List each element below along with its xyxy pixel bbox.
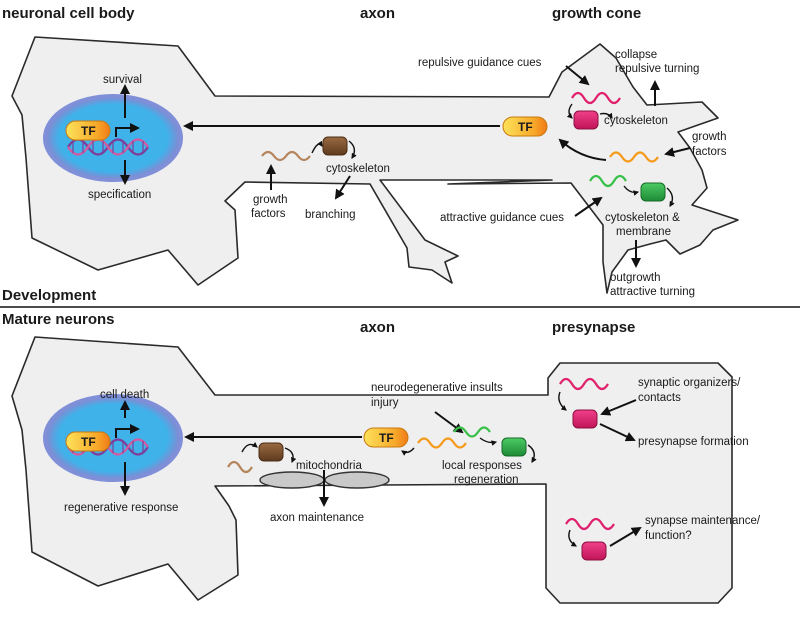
header-axon-mature: axon [360, 319, 395, 336]
synapse-maintenance-receptor [581, 541, 607, 561]
tf-growth-cone: TF [502, 116, 548, 137]
nucleus [43, 94, 183, 182]
green-receptor-mature [501, 437, 527, 457]
dna-icon [67, 138, 149, 156]
mature-signal-curve-1 [241, 442, 258, 453]
growth-factor-cone-curve [558, 138, 607, 161]
repulsive-cues-arrow [565, 65, 590, 86]
growth-factors-axon-label-1: growth [253, 194, 288, 206]
growth-factors-cone-label-2: factors [692, 146, 727, 158]
mature-neuron-outline [11, 336, 733, 604]
cytoskeleton-cone-label: cytoskeleton [604, 115, 668, 127]
attractive-cues-arrow [574, 196, 603, 217]
kinase-icon-mature [258, 442, 284, 462]
growth-factor-wavy-cone [609, 151, 659, 163]
specification-label: specification [88, 189, 151, 201]
presynapse-formation-arrow [599, 423, 636, 442]
cytoskeleton-membrane-label-1: cytoskeleton & [605, 212, 680, 224]
local-signal-curve-3 [527, 444, 537, 463]
cell-death-label: cell death [100, 389, 149, 401]
signal-curve-axon-1 [311, 140, 323, 154]
survival-label: survival [103, 74, 142, 86]
local-responses-label: local responses [442, 460, 522, 472]
green-wavy-mature [453, 426, 491, 438]
synapse-maintenance-wavy [565, 517, 615, 531]
developing-neuron: TF survival specification TF cytoskeleto… [11, 36, 739, 298]
tf-nucleus-development: TF [65, 120, 111, 141]
tf-label: TF [518, 120, 533, 134]
mature-neuron: TF cell death regenerative response mito… [11, 336, 761, 604]
branching-label: branching [305, 209, 356, 221]
growth-factor-wavy-mature [227, 460, 253, 474]
attractive-signal-curve-1 [623, 185, 640, 196]
attractive-cues-label: attractive guidance cues [440, 212, 564, 224]
repulsive-cues-label: repulsive guidance cues [418, 57, 542, 69]
growth-factor-wavy-axon [261, 150, 311, 162]
kinase-icon-axon [322, 136, 348, 156]
attractive-receptor-icon [640, 182, 666, 202]
repulsive-cue-wavy [571, 91, 621, 105]
regeneration-label: regeneration [454, 474, 519, 486]
outgrowth-label: outgrowth [610, 272, 661, 284]
tf-nucleus-mature: TF [65, 431, 111, 452]
repulsive-receptor-icon [573, 110, 599, 130]
transcription-arrow [115, 123, 140, 137]
tf-label: TF [379, 431, 394, 445]
tf-label: TF [81, 124, 96, 138]
regenerative-response-label: regenerative response [64, 502, 178, 514]
organizer-signal-curve [558, 391, 567, 411]
mitochondrion-1 [259, 471, 325, 489]
mature-signal-curve-2 [284, 447, 297, 464]
axon-maintenance-label: axon maintenance [270, 512, 364, 524]
section-mature-neurons: Mature neurons [2, 311, 115, 328]
local-signal-curve-1 [401, 447, 415, 456]
tf-axon-mature: TF [363, 427, 409, 448]
nucleus [43, 394, 183, 482]
repulsive-signal-curve-1 [566, 103, 573, 119]
header-growth-cone: growth cone [552, 5, 641, 22]
collapse-label: collapse [615, 49, 657, 61]
repulsive-turning-label: repulsive turning [615, 63, 699, 75]
mitochondria-label: mitochondria [296, 460, 362, 472]
synaptic-organizers-label-2: contacts [638, 392, 681, 404]
developing-neuron-outline [11, 36, 739, 294]
growth-factor-cone-arrow [664, 147, 691, 157]
growth-factors-axon-label-2: factors [251, 208, 286, 220]
attractive-cue-wavy [589, 174, 627, 188]
injury-label: injury [371, 397, 399, 409]
mitochondrion-2 [324, 471, 390, 489]
section-development: Development [2, 287, 96, 304]
header-presynapse: presynapse [552, 319, 635, 336]
cytoskeleton-axon-label: cytoskeleton [326, 163, 390, 175]
growth-factors-cone-label-1: growth [692, 131, 727, 143]
synaptic-organizer-wavy [559, 377, 609, 391]
tf-label: TF [81, 435, 96, 449]
synaptic-organizers-label-1: synaptic organizers/ [638, 377, 741, 389]
attractive-signal-curve-2 [666, 187, 675, 207]
repulsive-signal-curve-2 [599, 112, 613, 119]
synapse-maintenance-arrow [609, 526, 642, 547]
synaptic-organizers-arrow [600, 399, 637, 416]
orange-wavy-mature [417, 437, 467, 449]
attractive-turning-label: attractive turning [610, 286, 695, 298]
neurodegenerative-label: neurodegenerative insults [371, 382, 503, 394]
presynapse-formation-receptor [572, 409, 598, 429]
maintenance-signal-curve [568, 529, 577, 547]
header-axon-development: axon [360, 5, 395, 22]
header-cell-body: neuronal cell body [2, 5, 135, 22]
transcription-arrow [115, 424, 140, 438]
presynapse-formation-label: presynapse formation [638, 436, 749, 448]
synapse-maintenance-label-2: function? [645, 530, 692, 542]
synapse-maintenance-label-1: synapse maintenance/ [645, 515, 761, 527]
signal-curve-axon-2 [348, 140, 357, 159]
branching-arrow [334, 175, 351, 200]
cytoskeleton-membrane-label-2: membrane [616, 226, 671, 238]
local-signal-curve-2 [479, 437, 498, 446]
